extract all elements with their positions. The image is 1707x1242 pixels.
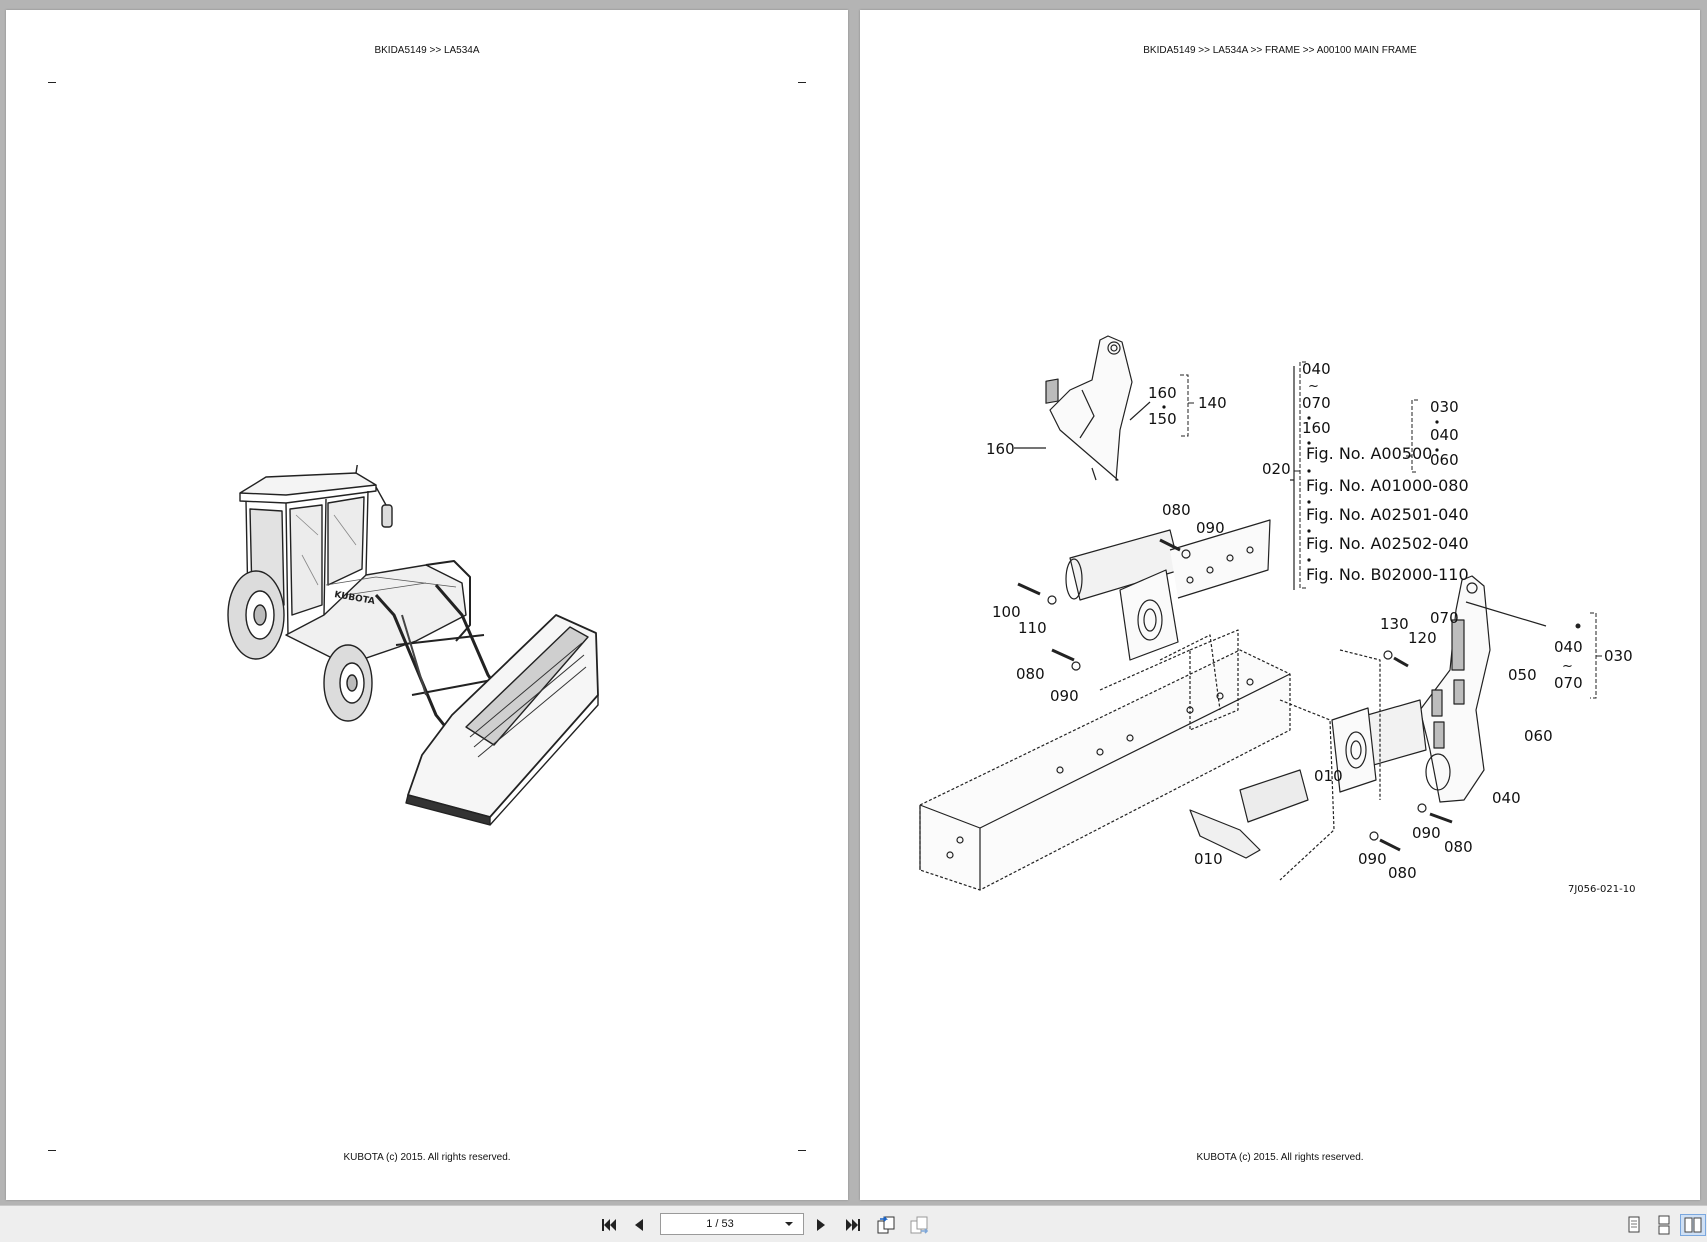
callout-090: 090 [1358,850,1387,868]
callout-050: 050 [1508,666,1537,684]
previous-page-icon [635,1219,643,1231]
callout-090: 090 [1050,687,1079,705]
drawing-code: 7J056-021-10 [1568,884,1635,895]
callout-080: 080 [1388,864,1417,882]
callout-060: 060 [1524,727,1553,745]
crop-mark [48,1150,56,1151]
two-page-view-icon [1684,1217,1702,1233]
crop-mark [798,82,806,83]
ref-070: 070 [1302,394,1331,412]
svg-text:~: ~ [1308,379,1319,394]
last-page-icon [846,1219,860,1231]
callout-010: 010 [1314,767,1343,785]
callout-120: 120 [1408,629,1437,647]
ref-fig-a02502-040: Fig. No. A02502-040 [1306,534,1469,553]
callout-130: 130 [1380,615,1409,633]
left-page: BKIDA5149 >> LA534A KUBOTA [6,10,848,1200]
callout-080: 080 [1444,838,1473,856]
svg-text:~: ~ [1562,659,1573,674]
callout-040: 040 [1492,789,1521,807]
navigation-toolbar [0,1205,1707,1242]
ref-040: 040 [1430,426,1459,444]
continuous-view-button[interactable] [1653,1214,1675,1236]
callout-020: 020 [1262,460,1291,478]
right-page-header: BKIDA5149 >> LA534A >> FRAME >> A00100 M… [1143,45,1417,56]
callout-160: 160 [1148,384,1177,402]
previous-page-button[interactable] [628,1214,650,1236]
callout-150: 150 [1148,410,1177,428]
callout-010: 010 [1194,850,1223,868]
right-page-footer: KUBOTA (c) 2015. All rights reserved. [1196,1152,1364,1163]
callout-110: 110 [1018,619,1047,637]
go-back-view-button[interactable] [875,1214,897,1236]
page-number-input[interactable] [661,1215,779,1233]
ref-fig-a00500: Fig. No. A00500 [1306,444,1432,463]
next-page-icon [817,1219,825,1231]
last-page-button[interactable] [842,1214,864,1236]
callout-030: 030 [1604,647,1633,665]
crop-mark [48,82,56,83]
right-page: BKIDA5149 >> LA534A >> FRAME >> A00100 M… [860,10,1700,1200]
callout-140: 140 [1198,394,1227,412]
callout-080: 080 [1162,501,1191,519]
ref-040: 040 [1302,360,1331,378]
go-forward-view-icon [910,1216,929,1234]
ref-fig-a02501-040: Fig. No. A02501-040 [1306,505,1469,524]
left-page-footer: KUBOTA (c) 2015. All rights reserved. [343,1152,511,1163]
callout-160: 160 [986,440,1015,458]
callout-100: 100 [992,603,1021,621]
main-frame-parts-diagram: 160 150 140 160 080 090 100 110 080 090 … [919,335,1635,895]
ref-030: 030 [1430,398,1459,416]
single-page-view-button[interactable] [1623,1214,1645,1236]
tractor-loader-illustration: KUBOTA [227,465,599,826]
go-forward-view-button[interactable] [908,1214,930,1236]
go-back-view-icon [877,1216,895,1234]
callout-040: 040 [1554,638,1583,656]
ref-060: 060 [1430,451,1459,469]
page-number-field[interactable] [660,1213,804,1235]
single-page-view-icon [1628,1216,1640,1233]
left-page-header: BKIDA5149 >> LA534A [374,45,480,56]
callout-080: 080 [1016,665,1045,683]
callout-070: 070 [1430,609,1459,627]
callout-070: 070 [1554,674,1583,692]
ref-fig-b02000-110: Fig. No. B02000-110 [1306,565,1469,584]
ref-160: 160 [1302,419,1331,437]
two-page-view-button[interactable] [1680,1214,1706,1236]
chevron-down-icon [785,1222,793,1226]
first-page-button[interactable] [598,1214,620,1236]
next-page-button[interactable] [810,1214,832,1236]
page-dropdown-button[interactable] [779,1214,799,1234]
ref-fig-a01000-080: Fig. No. A01000-080 [1306,476,1469,495]
callout-090: 090 [1196,519,1225,537]
crop-mark [798,1150,806,1151]
continuous-view-icon [1658,1215,1670,1235]
first-page-icon [602,1219,616,1231]
callout-090: 090 [1412,824,1441,842]
